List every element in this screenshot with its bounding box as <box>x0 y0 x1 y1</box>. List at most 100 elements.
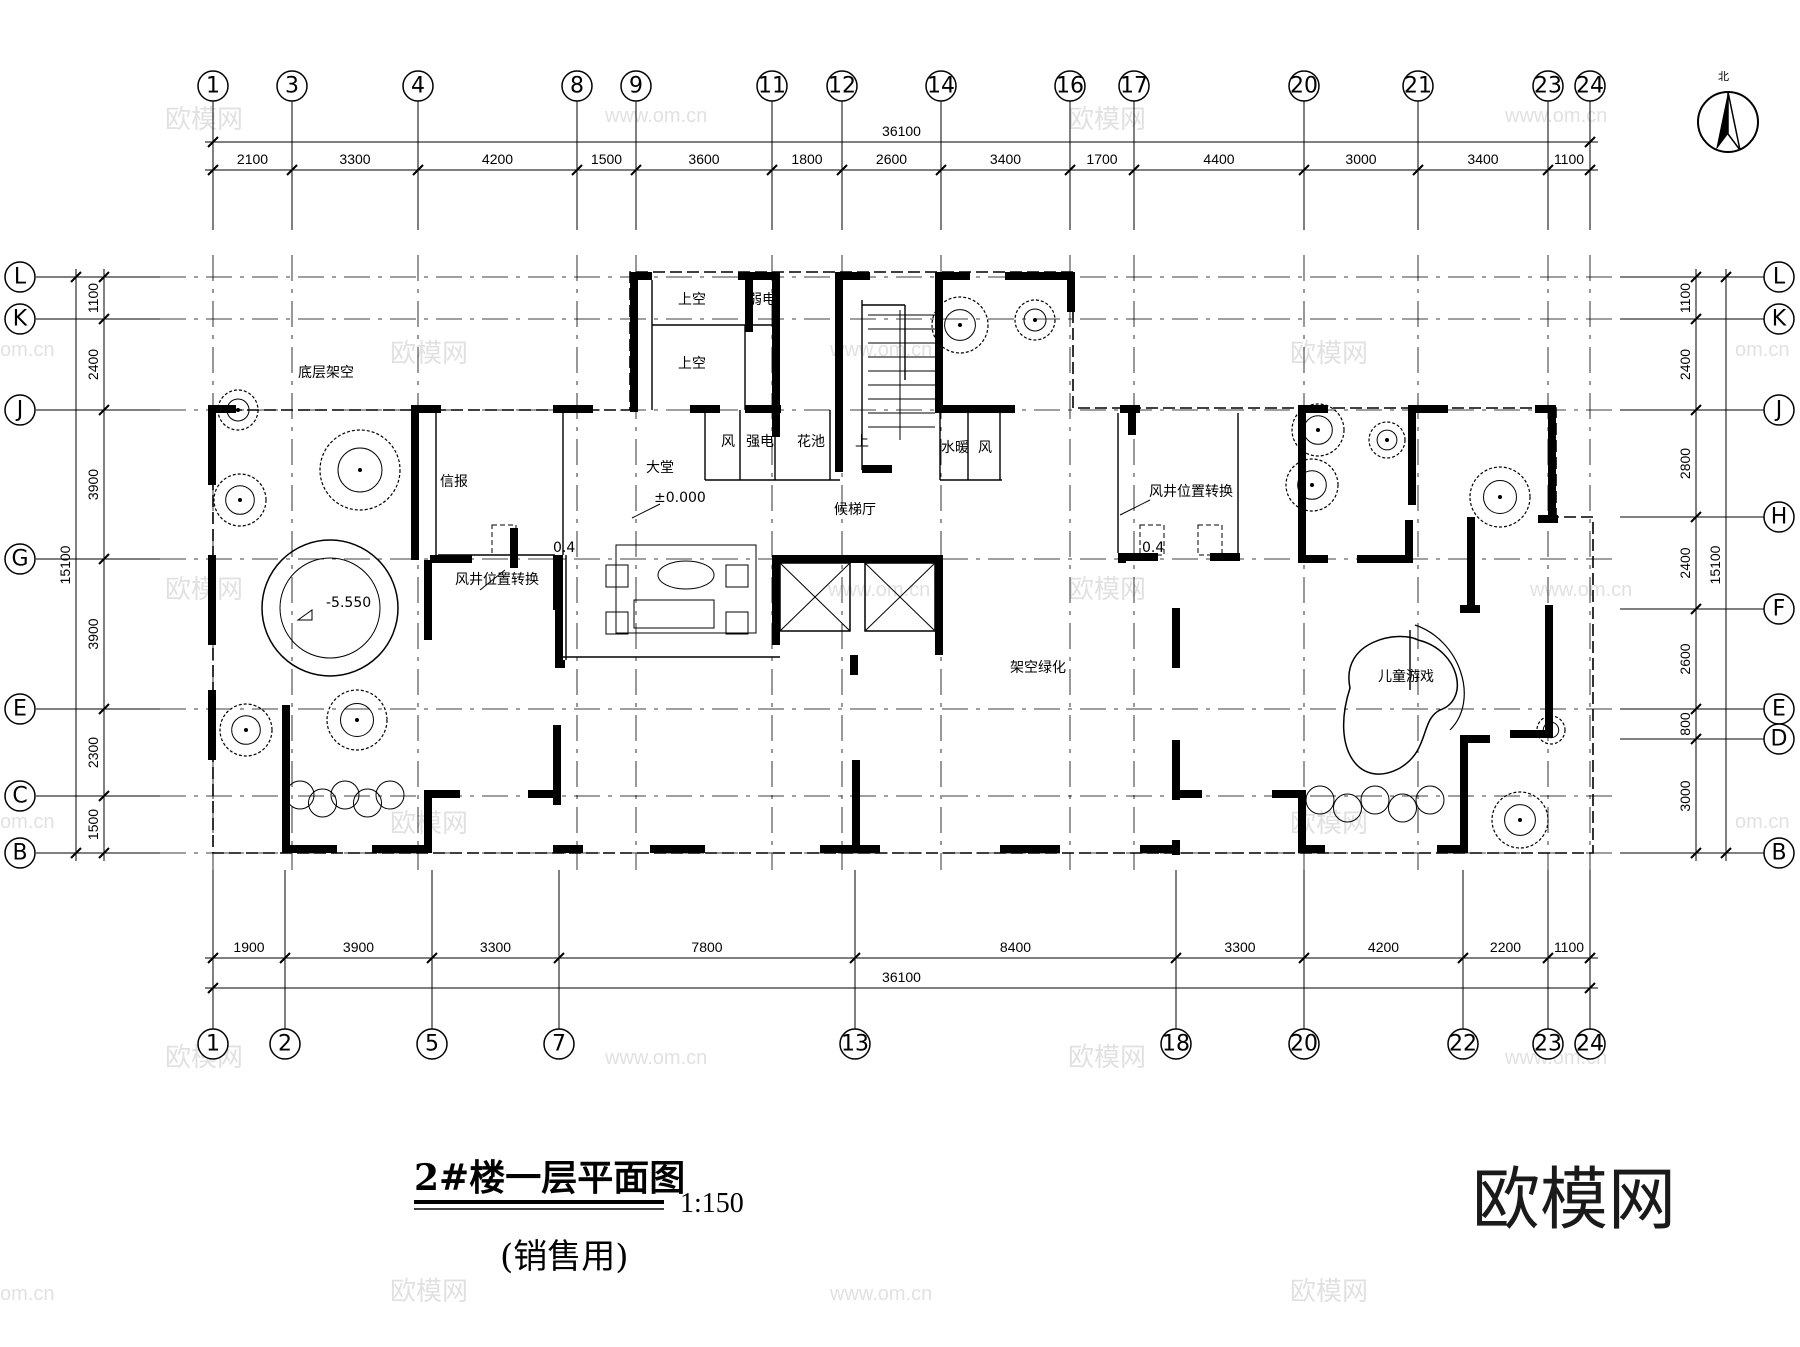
watermark-url: om.cn <box>0 339 54 361</box>
axis-label-left: K <box>13 307 28 332</box>
axis-label-bottom: 2 <box>278 1032 292 1057</box>
axis-bubble-top <box>1118 70 1150 102</box>
dim-bottom-tick <box>1298 952 1310 964</box>
dim-right-label: 800 <box>1677 712 1693 736</box>
wall-segment <box>1538 515 1558 523</box>
tree-trunk <box>355 718 359 722</box>
wall-segment <box>424 560 432 640</box>
dim-top-tick <box>286 164 298 176</box>
dim-top-tick <box>766 164 778 176</box>
axis-bubble-right <box>1763 837 1795 869</box>
wall-segment <box>1118 553 1158 561</box>
watermark-text: 欧模网 <box>1068 105 1146 135</box>
axis-bubble-top <box>1402 70 1434 102</box>
axis-bubble-bottom <box>1447 1028 1479 1060</box>
room-flower-pool: 花池 <box>797 434 825 450</box>
dim-right-tick <box>1690 733 1702 745</box>
wall-segment <box>528 790 558 798</box>
axis-bubble-top <box>756 70 788 102</box>
tree-trunk <box>238 498 242 502</box>
tree-canopy <box>1491 791 1549 849</box>
wall-segment <box>745 272 753 332</box>
dim-top-label: 3300 <box>339 151 370 167</box>
room-upper-void-1: 上空 <box>678 292 706 308</box>
dim-right-tick <box>1690 703 1702 715</box>
wall-segment <box>1067 272 1075 312</box>
axis-label-right: K <box>1772 307 1787 332</box>
brand-watermark: 欧模网 <box>1472 1161 1676 1240</box>
axis-bubble-bottom <box>1574 1028 1606 1060</box>
shrub-symbol <box>1305 785 1335 815</box>
dim-top-total-tick <box>1584 136 1596 148</box>
wall-segment <box>1172 840 1180 855</box>
plan-details <box>213 280 1566 849</box>
room-labels: 上空 上空 弱电 风 强电 花池 上 水暖 风 大堂 ±0.000 候梯厅 信报… <box>298 292 1434 685</box>
dim-top-label: 1800 <box>791 151 822 167</box>
axis-bubble-left <box>4 837 36 869</box>
wall-segment <box>1460 735 1468 853</box>
watermark-url: om.cn <box>0 811 54 833</box>
tree-symbol <box>219 703 273 757</box>
room-lobby: 大堂 <box>646 460 674 476</box>
wall-segment <box>630 272 638 412</box>
wall-segment <box>772 555 942 563</box>
wall-segment <box>738 272 772 280</box>
dim-bottom-tick <box>1457 952 1469 964</box>
wall-segment <box>1437 845 1467 853</box>
tree-trunk <box>358 468 362 472</box>
axis-label-bottom: 20 <box>1290 1032 1318 1057</box>
tree-canopy <box>1469 466 1531 528</box>
tree-trunk <box>958 323 962 327</box>
dim-right-label: 2600 <box>1677 643 1693 674</box>
lobby-chair <box>605 611 629 635</box>
shaft-value-1: 0.4 <box>553 540 575 556</box>
axis-bubble-top <box>620 70 652 102</box>
kids-play-track <box>1414 624 1465 731</box>
wall-segment <box>1140 845 1180 853</box>
tree-canopy <box>213 473 267 527</box>
axis-label-right: E <box>1772 697 1786 722</box>
dim-top-label: 3000 <box>1345 151 1376 167</box>
dim-bottom-total-tick <box>1584 982 1596 994</box>
tree-trunk <box>236 408 240 412</box>
dim-left-label: 1100 <box>85 283 101 313</box>
wall-segment <box>1357 555 1413 563</box>
coffee-table <box>657 560 715 590</box>
dim-right-label: 2400 <box>1677 349 1693 380</box>
room-kids-play: 儿童游戏 <box>1378 668 1434 685</box>
axis-label-top: 20 <box>1290 74 1318 99</box>
dim-top-label: 3600 <box>688 151 719 167</box>
watermark-text: 欧模网 <box>390 1277 468 1307</box>
wall-segment <box>835 272 870 280</box>
tree-symbol <box>217 389 259 431</box>
dim-left-tick <box>98 847 110 859</box>
wall-segment <box>1172 790 1202 798</box>
wall-segment <box>1298 555 1328 563</box>
axis-bubble-right <box>1763 501 1795 533</box>
leader-line <box>479 569 506 591</box>
north-label: 北 <box>1718 70 1729 83</box>
dim-left-tick <box>98 790 110 802</box>
wall-segment <box>1210 553 1240 561</box>
axis-label-left: J <box>15 398 24 423</box>
dim-bottom-tick <box>1170 952 1182 964</box>
drawing-subtitle: (销售用) <box>500 1237 629 1277</box>
shaft-value-2: 0.4 <box>1142 540 1164 556</box>
wall-segment <box>1405 520 1413 560</box>
dim-right-total-tick <box>1720 271 1732 283</box>
axis-bubble-top <box>1054 70 1086 102</box>
tree-symbol <box>931 296 989 354</box>
tree-symbol <box>213 473 267 527</box>
axis-label-left: C <box>12 784 27 809</box>
axis-bubble-bottom <box>197 1028 229 1060</box>
sofa <box>633 599 715 629</box>
title-block: 2#楼一层平面图 1:150 (销售用) <box>414 1157 744 1277</box>
tree-inner <box>1023 308 1047 332</box>
wall-segment <box>820 845 880 853</box>
dim-top-tick <box>1298 164 1310 176</box>
dim-top-tick <box>1064 164 1076 176</box>
dim-bottom-tick <box>849 952 861 964</box>
watermark-url: www.om.cn <box>1504 105 1607 127</box>
room-water-heat: 水暖 <box>941 440 969 456</box>
